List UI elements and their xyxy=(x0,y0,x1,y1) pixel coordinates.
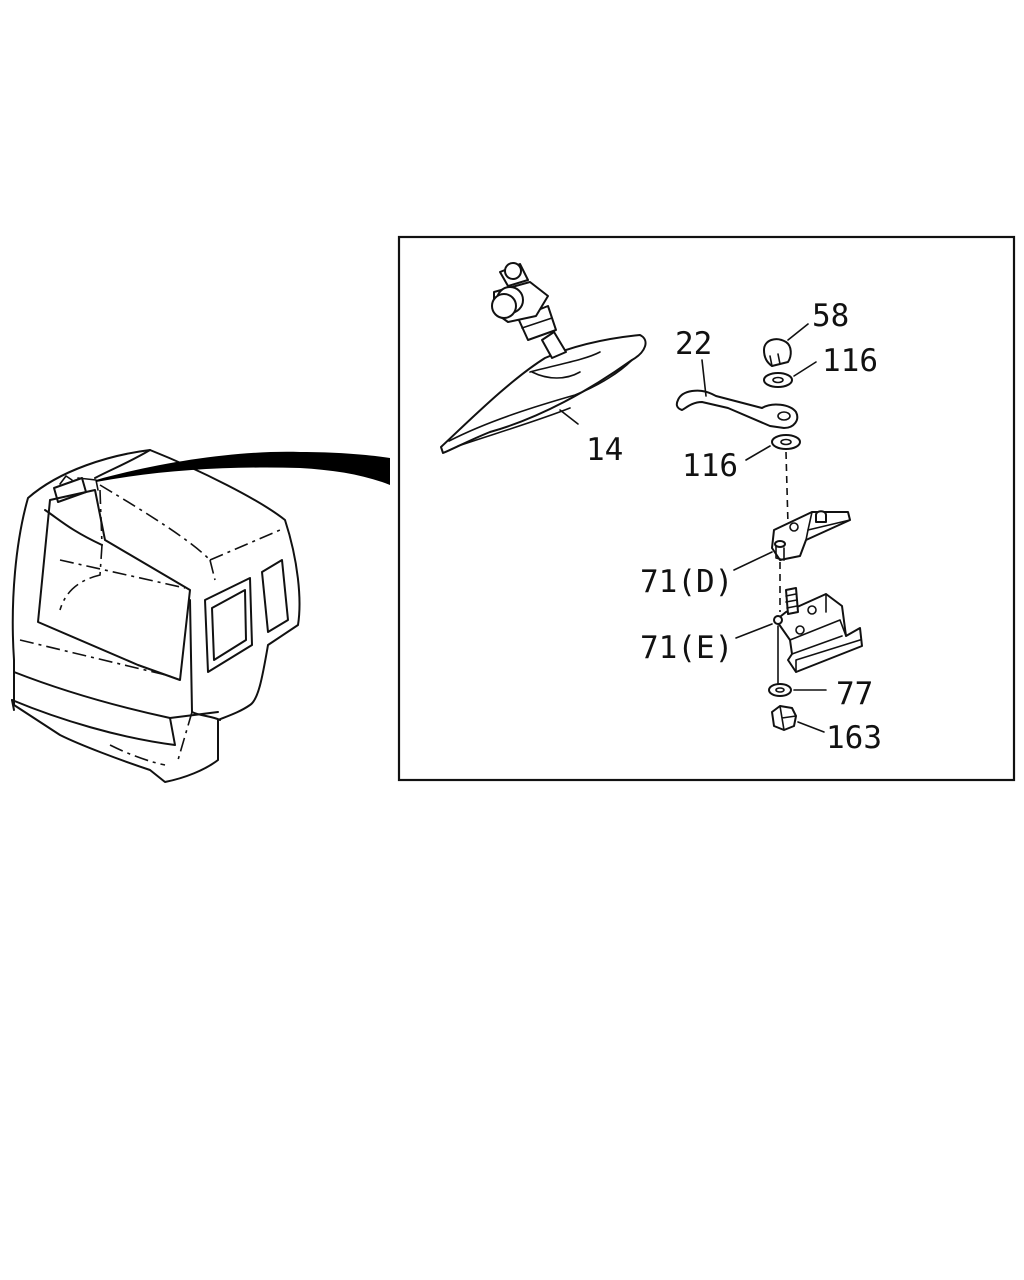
label-14: 14 xyxy=(586,432,623,468)
label-71e: 71(E) xyxy=(640,630,733,666)
nut-163: 163 xyxy=(771,705,882,756)
assembly-axis-upper xyxy=(785,451,789,526)
label-71d: 71(D) xyxy=(640,564,733,600)
bracket-71e: 71(E) xyxy=(640,587,863,673)
label-163: 163 xyxy=(826,720,882,756)
bracket-71d: 71(D) xyxy=(640,510,851,600)
label-116-upper: 116 xyxy=(822,343,878,379)
stay-22: 22 xyxy=(675,326,799,429)
callout-ribbon xyxy=(96,451,390,485)
label-77: 77 xyxy=(836,676,873,712)
label-22: 22 xyxy=(675,326,712,362)
washer-77: 77 xyxy=(768,676,873,712)
truck-cab-illustration xyxy=(11,449,301,783)
mirror-assembly: 14 xyxy=(440,262,647,468)
washer-116-lower: 116 xyxy=(682,434,801,484)
cap-nut-58: 58 xyxy=(763,298,849,367)
washer-116-upper: 116 xyxy=(763,343,878,388)
label-116-lower: 116 xyxy=(682,448,738,484)
detail-frame xyxy=(397,235,1016,782)
label-58: 58 xyxy=(812,298,849,334)
